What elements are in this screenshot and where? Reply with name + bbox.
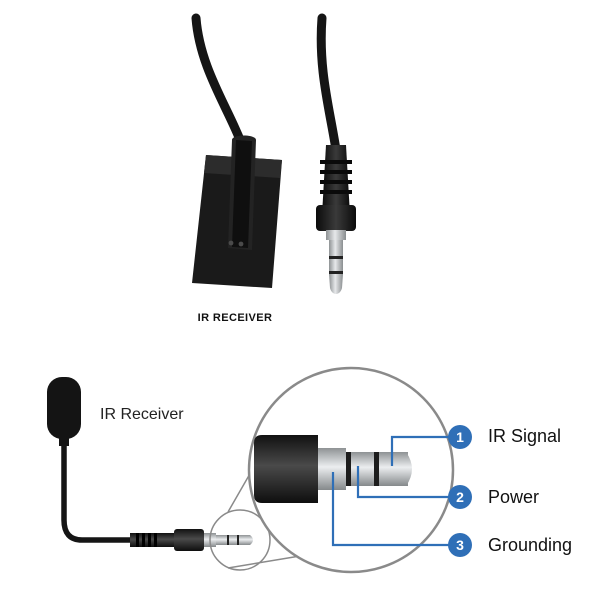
ir-sensor-dot	[238, 241, 244, 247]
pin-3-label: Grounding	[488, 535, 573, 555]
product-photo	[191, 13, 356, 294]
audio-jack-plug	[316, 145, 356, 294]
pin-3-number: 3	[456, 537, 464, 553]
zoom-line	[227, 555, 301, 569]
pin-2-badge: 2	[448, 485, 472, 509]
pin-2-leader	[356, 466, 450, 499]
photo-caption: IR RECEIVER	[197, 312, 273, 324]
receiver-cable	[191, 13, 249, 155]
pin-1-leader	[390, 435, 450, 466]
pin-1-label: IR Signal	[488, 426, 562, 446]
pin-1-badge: 1	[448, 425, 472, 449]
pin-3-badge: 3	[448, 533, 472, 557]
wiring-diagram: 1 2 3	[47, 366, 472, 574]
small-plug-icon	[130, 529, 253, 551]
jack-cable	[316, 13, 341, 155]
zoomed-jack	[254, 435, 412, 503]
pin-2-label: Power	[488, 487, 540, 507]
zoom-source-circle	[209, 509, 271, 571]
receiver-label: IR Receiver	[100, 406, 184, 423]
ir-receiver-box	[192, 135, 282, 288]
pin-1-number: 1	[456, 429, 464, 445]
ir-sensor-dot	[228, 240, 234, 246]
pin-2-number: 2	[456, 489, 464, 505]
receiver-icon	[47, 377, 186, 543]
pin-3-leader	[331, 472, 450, 547]
pin-leader-lines	[331, 435, 450, 547]
